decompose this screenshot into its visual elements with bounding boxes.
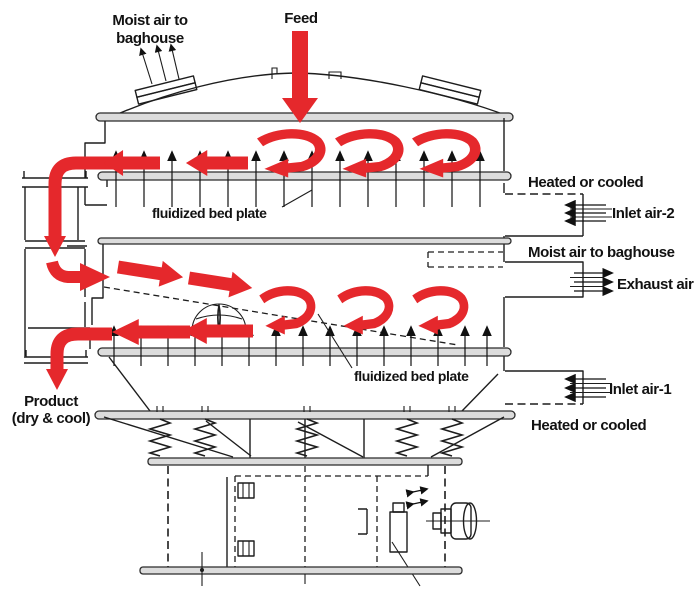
product-label-line2: (dry & cool) [12,410,91,427]
exhaust-air-arrows [570,267,614,297]
base-plate [139,566,463,575]
spring-deck [94,410,516,420]
pointer-upper-plate [281,189,313,208]
base-centerline-marks [200,552,306,586]
springs [147,418,465,457]
door-handle [358,508,368,535]
inlet-air-1-label: Inlet air-1 [609,381,671,398]
door-hinge-top [237,482,255,499]
product-arrow [46,327,112,390]
feed-arrow [282,31,318,123]
vent-right [418,75,482,105]
vibration-motor [426,502,490,540]
product-label-line1: Product [24,393,78,410]
moist-air-top-label-line1: Moist air to [112,12,187,29]
inlet-air-2-duct [503,193,584,238]
exhaust-duct [503,261,584,347]
base-frame-plate [147,457,463,466]
inlet-air-1-duct [461,356,584,412]
vent-left [134,75,198,105]
intermediate-plate [97,237,512,245]
dome-fitting-right [328,71,342,79]
inlet-air-1-arrows [564,373,612,403]
bed-plate-upper [97,171,512,181]
bed-plate-lower [97,347,512,357]
dome-fitting-left [271,67,278,79]
door-hinge-bottom [237,540,255,557]
upper-bed-flow-arrows [44,134,475,257]
spring-bolts [156,406,456,412]
drive-component [389,502,421,587]
inlet-air-2-label: Inlet air-2 [612,205,674,222]
adjustment-arrows [405,486,429,510]
exhaust-air-label: Exhaust air [617,276,694,293]
inlet-air-2-arrows [564,199,612,227]
fluidized-bed-plate-lower-label: fluidized bed plate [354,368,469,384]
heated-or-cooled-upper-label: Heated or cooled [528,174,644,191]
moist-air-right-label: Moist air to baghouse [528,244,675,261]
fluidized-bed-plate-upper-label: fluidized bed plate [152,205,267,221]
base-braces [103,416,505,459]
feed-label: Feed [284,10,318,27]
moist-air-top-label-line2: baghouse [116,30,184,47]
moist-air-top-arrows [139,43,180,85]
vibrator-cabinet [167,465,490,587]
heated-or-cooled-lower-label: Heated or cooled [531,417,647,434]
lower-cone [108,356,151,412]
lower-bed-flow-arrows [46,254,464,345]
transfer-duct [427,244,505,268]
pointer-lower-plate [317,313,353,369]
